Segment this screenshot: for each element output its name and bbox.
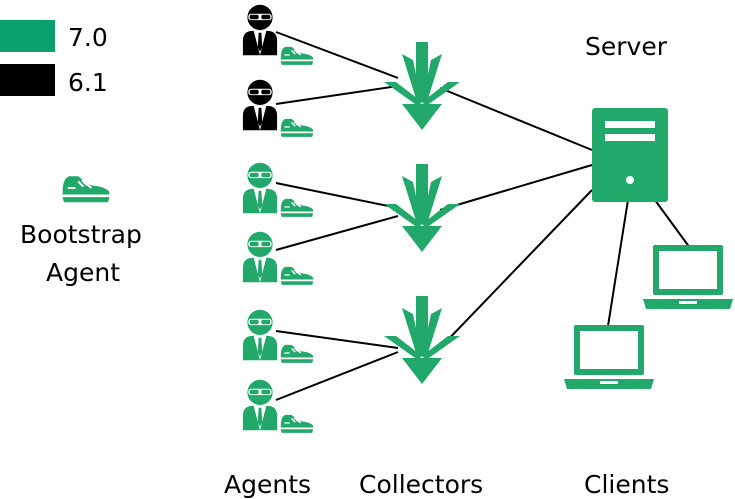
shoe-icon: [279, 265, 315, 286]
collectors-label: Collectors: [359, 470, 484, 499]
legend-swatch-7-0: [0, 20, 55, 52]
client-laptop-2-icon: [564, 325, 654, 389]
bootstrap-label-line2: Agent: [46, 258, 120, 287]
agent-6: [242, 379, 315, 434]
collector-1-icon: [384, 42, 460, 130]
agent-4: [242, 231, 315, 286]
client-laptop-1-icon: [643, 245, 733, 309]
agent-icon: [242, 309, 278, 361]
agent-icon: [242, 231, 278, 283]
collector-server-links: [439, 87, 593, 349]
shoe-icon: [279, 413, 315, 434]
agent-3: [242, 162, 315, 218]
agent-collector-links: [275, 31, 399, 401]
legend-label-7-0: 7.0: [68, 23, 108, 52]
shoe-icon: [279, 343, 315, 364]
agent-1: [242, 4, 315, 66]
agent-icon: [242, 379, 278, 431]
legend-label-6-1: 6.1: [68, 68, 108, 97]
collector-3-icon: [384, 296, 460, 384]
server-label: Server: [585, 32, 667, 61]
agent-icon: [242, 79, 278, 131]
agent-icon: [242, 162, 278, 214]
agent-5: [242, 309, 315, 364]
collector-2-icon: [384, 164, 460, 252]
bootstrap-shoe-icon: [61, 174, 111, 204]
server-client-links: [607, 195, 691, 327]
agent-2: [242, 79, 315, 138]
agent-icon: [242, 4, 278, 56]
server-icon: [592, 108, 668, 202]
bootstrap-label-line1: Bootstrap: [20, 220, 142, 249]
agents-label: Agents: [224, 470, 312, 499]
clients-label: Clients: [584, 470, 670, 499]
legend-swatch-6-1: [0, 64, 55, 96]
shoe-icon: [279, 45, 315, 66]
shoe-icon: [279, 197, 315, 218]
shoe-icon: [279, 117, 315, 138]
